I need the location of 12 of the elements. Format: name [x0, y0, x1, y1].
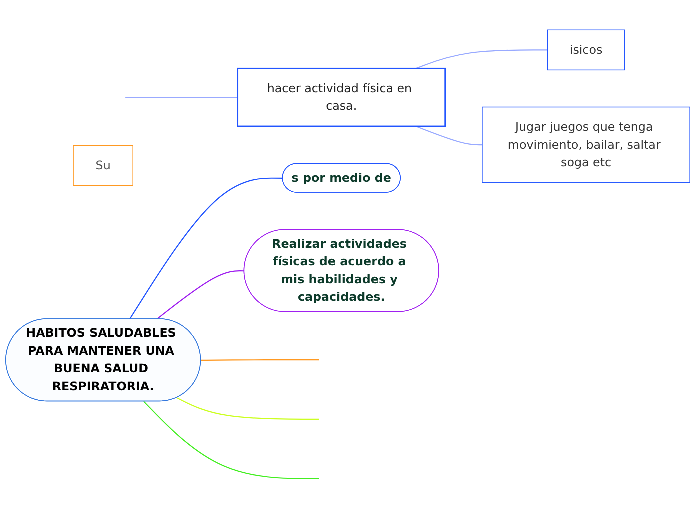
connector-line: [126, 97, 238, 98]
connector-line: [416, 50, 548, 70]
connector-line: [129, 178, 283, 320]
node-box: isicos: [547, 30, 626, 71]
node-box: hacer actividad física en casa.: [237, 68, 446, 128]
connector-line: [144, 401, 320, 480]
connector-line: [416, 126, 482, 146]
node-box: Su: [73, 145, 134, 186]
connector-line: [201, 360, 320, 362]
node-box: Jugar juegos que tenga movimiento, bailar, saltar soga etc: [482, 106, 690, 184]
connector-line: [156, 270, 245, 320]
connector-line: [176, 397, 320, 420]
